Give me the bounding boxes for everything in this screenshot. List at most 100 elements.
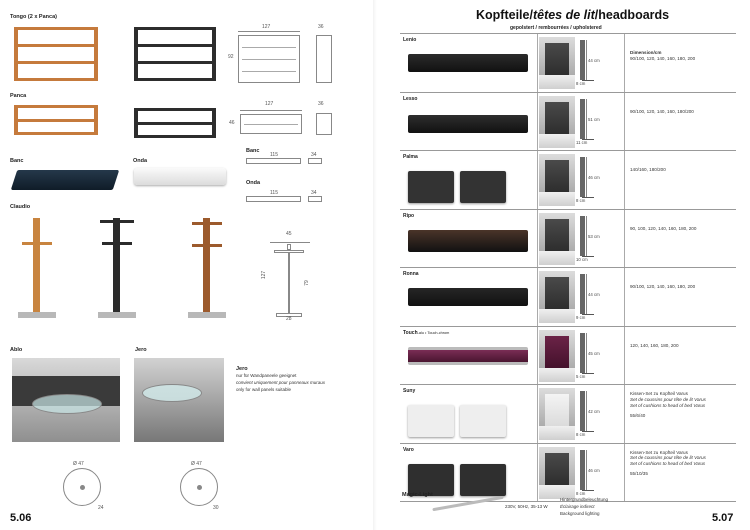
claudio-top-dim: 45 xyxy=(286,231,292,237)
headboard-depth: 9 cm xyxy=(576,315,586,320)
headboard-bed-photo xyxy=(539,446,575,499)
banc-label: Banc xyxy=(10,158,24,164)
panca-dark-image xyxy=(134,108,216,138)
jero-drawing xyxy=(180,468,218,506)
banc-side-drawing xyxy=(308,158,322,164)
headboard-profile xyxy=(580,40,585,80)
headboard-image xyxy=(408,229,528,252)
headboard-height: 46 cm xyxy=(588,467,600,473)
panca-depth-dim: 36 xyxy=(318,101,324,107)
headboard-bed-photo xyxy=(539,37,575,89)
onda-width-dim: 115 xyxy=(270,190,278,196)
headboard-image xyxy=(408,405,508,437)
panca-wood-image xyxy=(14,105,98,135)
magic-light-desc-fr: Éclairage indirect xyxy=(560,504,595,509)
headboard-depth: 5 cm xyxy=(576,373,586,379)
headboard-profile xyxy=(580,215,585,256)
headboard-height: 42 cm xyxy=(588,409,600,414)
headboard-name: Touch-alu • Touch-chrom xyxy=(403,329,450,336)
onda-label: Onda xyxy=(133,158,148,164)
jero-photo xyxy=(134,358,224,442)
headboard-image xyxy=(408,463,508,496)
tongo-depth-dim: 36 xyxy=(318,24,324,30)
headboard-sizes: 90/100, 120, 140, 160, 180, 200 xyxy=(630,284,696,289)
headboard-image xyxy=(408,54,528,72)
headboard-row: Palma 46 cm 8 cm 140/160, 180/200 xyxy=(400,151,736,210)
tongo-side-drawing xyxy=(316,35,332,83)
right-page-number: 5.07 xyxy=(712,512,734,524)
headboard-sizes: 120, 140, 160, 180, 200 xyxy=(630,342,679,348)
claudio-wood-image xyxy=(18,218,58,318)
banc-dim-label: Banc xyxy=(246,148,260,154)
headboard-bed-photo xyxy=(539,154,575,206)
headboard-image xyxy=(408,171,508,203)
claudio-walnut-image xyxy=(188,218,228,318)
jero-note-de: nur für Wandpaneele geeignet xyxy=(236,373,297,378)
headboard-height: 45 cm xyxy=(588,350,600,356)
headboard-bed-photo xyxy=(539,388,575,440)
jero-label: Jero xyxy=(135,347,147,353)
claudio-label: Claudio xyxy=(10,204,31,210)
magic-light-desc-de: Hintergrundbeleuchtung xyxy=(560,497,609,502)
left-page-number: 5.06 xyxy=(10,512,32,524)
jero-note-en: only for wall panels suitable xyxy=(236,387,292,392)
banc-width-dim: 115 xyxy=(270,152,278,158)
jero-dia-dim: Ø 47 xyxy=(191,461,202,467)
page-gutter xyxy=(373,0,377,530)
headboard-depth: 10 cm xyxy=(576,256,588,262)
headboard-profile xyxy=(580,98,585,139)
headboard-profile xyxy=(580,157,585,197)
headboards-subtitle: gepolstert / rembourrées / upholstered xyxy=(510,25,602,31)
headboard-image xyxy=(408,114,528,133)
tongo-front-drawing xyxy=(238,35,300,83)
magic-light-desc-en: Background lighting xyxy=(560,511,600,516)
headboard-bed-photo xyxy=(539,95,575,148)
claudio-dark-image xyxy=(98,218,138,318)
ablo-label: Ablo xyxy=(10,347,23,353)
ablo-dia-dim: Ø 47 xyxy=(73,461,84,467)
panca-label: Panca xyxy=(10,93,27,99)
panca-height-dim: 46 xyxy=(229,120,235,126)
ablo-photo xyxy=(12,358,120,442)
headboard-height: 44 cm xyxy=(588,292,600,297)
tongo-dark-image xyxy=(134,27,216,81)
jero-h-dim: 30 xyxy=(213,505,219,511)
headboard-depth: 11 cm xyxy=(576,139,588,145)
headboard-depth: 8 cm xyxy=(576,198,586,203)
claudio-mid-dim: 79 xyxy=(303,280,310,286)
headboard-sizes: 140/160, 180/200 xyxy=(630,167,666,172)
ablo-h-dim: 24 xyxy=(98,505,104,511)
onda-image xyxy=(134,168,226,185)
headboard-row: Touch-alu • Touch-chrom 45 cm 5 cm 120, 140… xyxy=(400,326,736,385)
headboard-bed-photo xyxy=(539,329,575,382)
panca-side-drawing xyxy=(316,113,332,135)
tongo-label: Tongo (2 x Panca) xyxy=(10,14,57,20)
magic-light-specs: 230V, 50Hz, 35-13 W xyxy=(505,504,548,509)
headboard-bed-photo xyxy=(539,212,575,265)
headboard-height: 53 cm xyxy=(588,233,600,239)
claudio-height-dim: 127 xyxy=(261,270,268,280)
headboard-name: Palma xyxy=(403,154,418,160)
headboard-image xyxy=(408,288,528,306)
tongo-height-dim: 92 xyxy=(228,54,234,60)
magic-light-label: Magic-Light xyxy=(402,492,433,498)
headboard-name: Varo xyxy=(403,446,414,453)
headboard-height: 46 cm xyxy=(588,175,600,180)
claudio-base-dim: 28 xyxy=(286,316,292,322)
tongo-width-dim: 127 xyxy=(262,24,271,30)
headboard-height: 44 cm xyxy=(588,58,600,63)
headboard-depth: 8 cm xyxy=(576,81,586,86)
onda-side-drawing xyxy=(308,196,322,202)
headboard-bed-photo xyxy=(539,271,575,323)
headboard-name: Suny xyxy=(403,388,416,394)
